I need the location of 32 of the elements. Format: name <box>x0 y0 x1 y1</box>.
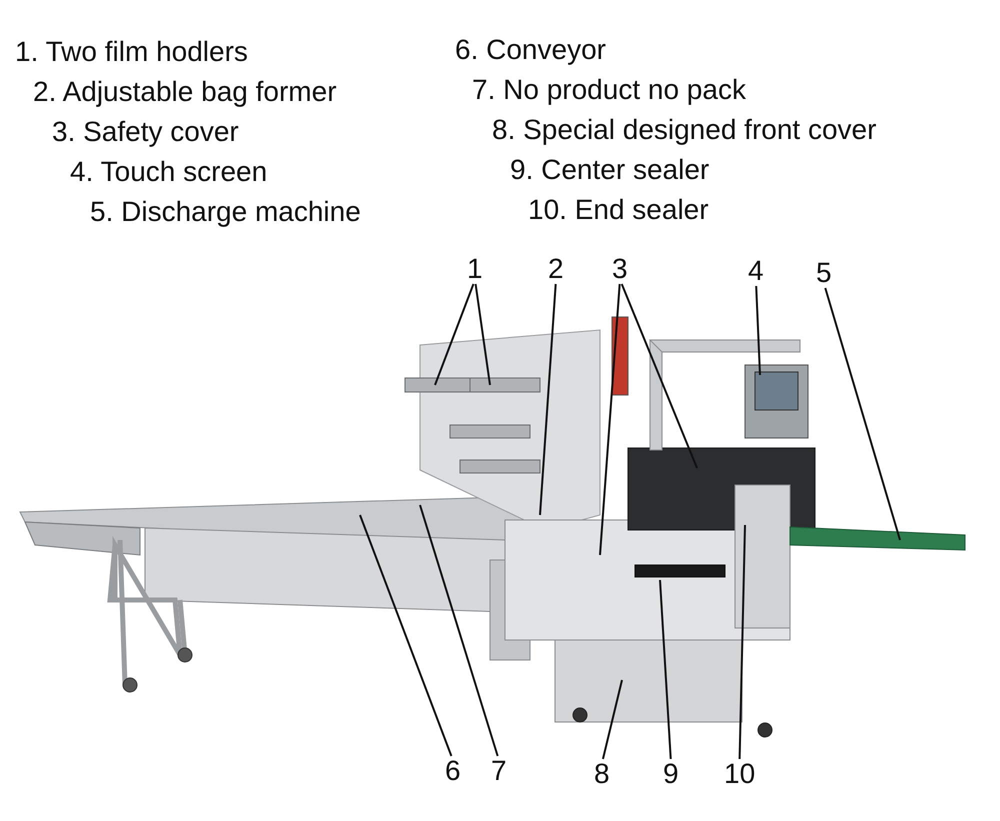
leader-line <box>599 284 621 556</box>
callout-number: 8 <box>592 759 612 789</box>
leader-line <box>474 284 491 386</box>
part-list-item: 7. No product no pack <box>472 76 746 104</box>
part-list-item: 4. Touch screen <box>70 158 268 186</box>
callout-number: 9 <box>661 759 681 789</box>
part-list-item: 1. Two film hodlers <box>15 38 248 66</box>
leader-line <box>738 524 746 760</box>
leader-line <box>824 288 901 540</box>
callout-number: 10 <box>722 759 758 789</box>
leader-line <box>620 284 698 468</box>
leader-line <box>419 504 499 756</box>
leader-line <box>755 286 761 376</box>
part-list-item: 5. Discharge machine <box>90 198 361 226</box>
leader-line <box>434 284 474 386</box>
callout-number: 1 <box>465 254 485 284</box>
part-list-item: 9. Center sealer <box>510 156 710 184</box>
callout-number: 3 <box>610 254 630 284</box>
callout-number: 6 <box>443 756 463 786</box>
callout-number: 7 <box>489 756 509 786</box>
part-list-item: 3. Safety cover <box>52 118 239 146</box>
leader-line <box>539 284 557 516</box>
callout-number: 5 <box>814 258 834 288</box>
leader-line <box>602 680 623 760</box>
callout-number: 4 <box>746 256 766 286</box>
part-list-item: 10. End sealer <box>528 196 709 224</box>
leader-line <box>359 514 452 756</box>
part-list-item: 2. Adjustable bag former <box>33 78 337 106</box>
callout-number: 2 <box>546 254 566 284</box>
part-list-item: 6. Conveyor <box>455 36 606 64</box>
leader-line <box>659 580 672 760</box>
part-list-item: 8. Special designed front cover <box>492 116 876 144</box>
